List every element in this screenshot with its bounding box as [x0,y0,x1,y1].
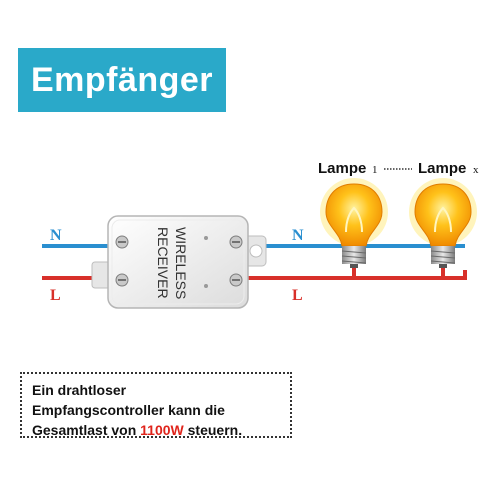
receiver-label-line2: RECEIVER [155,227,171,299]
lamp-x-icon [409,178,477,268]
live-label-left: L [50,287,61,304]
receiver-label-line1: WIRELESS [173,227,189,299]
neutral-label-left: N [50,227,62,244]
note-line-3-suffix: steuern. [183,422,243,438]
live-wire-right [240,270,467,280]
page-title: Empfänger [30,60,214,99]
note-line-1: Ein drahtloser [32,382,127,398]
note-line-2: Empfangscontroller kann die [32,402,225,418]
title-banner: Empfänger [18,48,226,112]
receiver-module: WIRELESS RECEIVER [91,215,267,309]
lamp-x-label: Lampe [418,160,466,177]
lamp-1-index: 1 [372,164,378,176]
lamp-1-icon [320,178,388,268]
neutral-label-right: N [292,227,304,244]
live-label-right: L [292,287,303,304]
load-value: 1100W [140,422,184,438]
capacity-note: Ein drahtloser Empfangscontroller kann d… [20,372,292,438]
lamp-1-label: Lampe [318,160,366,177]
note-line-3: Gesamtlast von 1100W steuern. [32,420,280,440]
note-line-3-prefix: Gesamtlast von [32,422,141,438]
lamp-x-index: x [473,164,479,176]
